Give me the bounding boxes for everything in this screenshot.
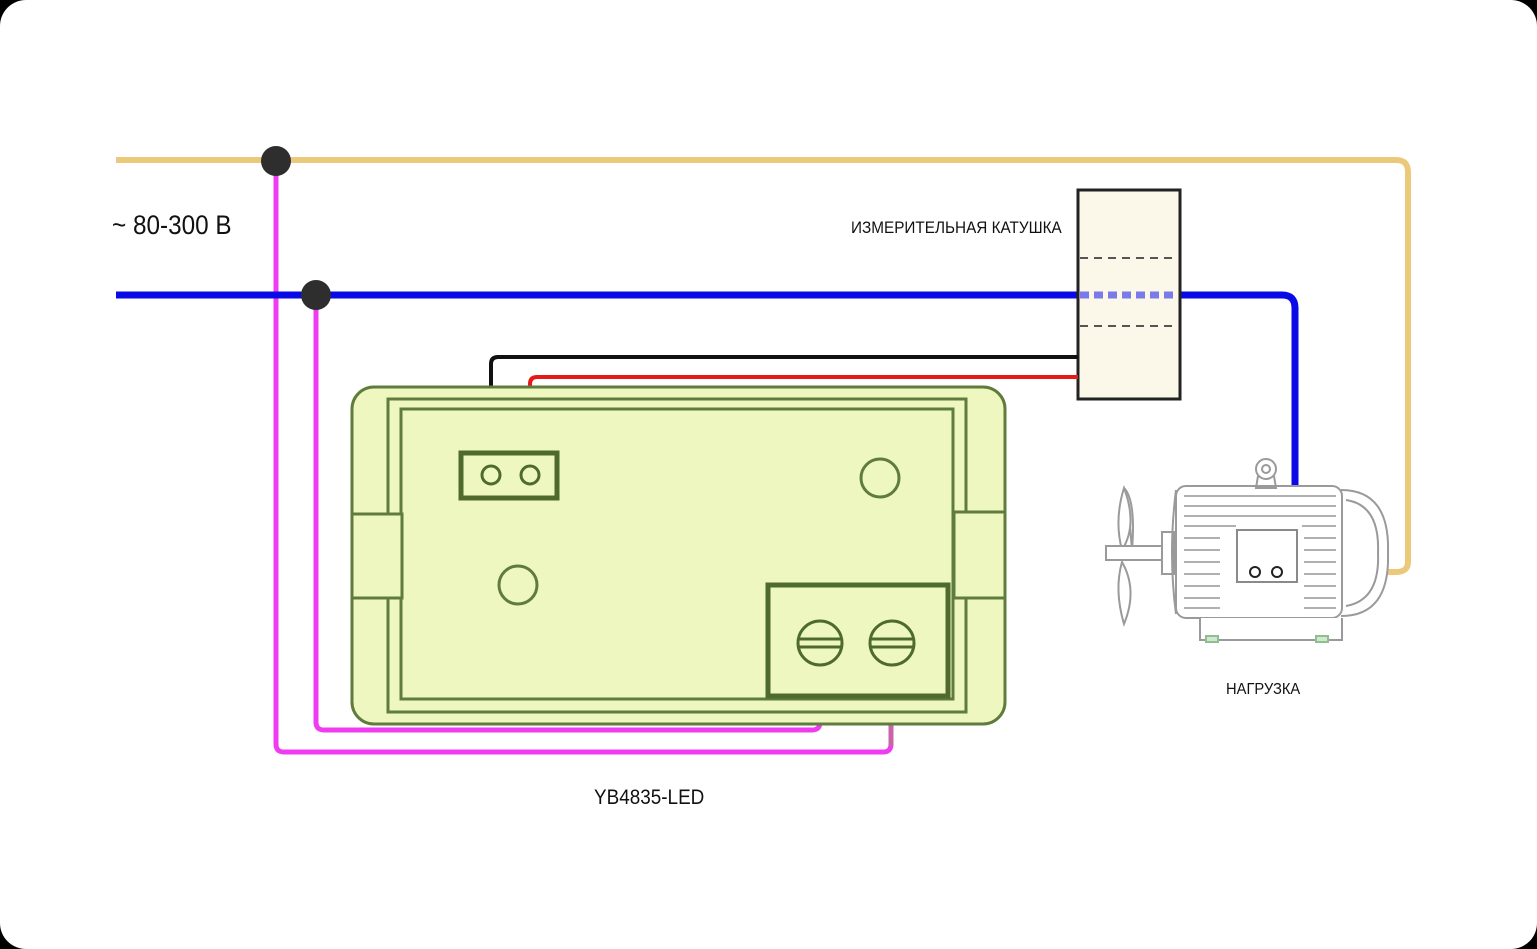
fan-icon [1105, 484, 1175, 628]
meter-model-label: YB4835-LED [594, 786, 705, 809]
motor-terminal-neutral [1249, 566, 1261, 578]
meter-mount-hole-left [497, 564, 539, 606]
meter-side-clip-left [350, 512, 404, 600]
motor-icon [1105, 458, 1390, 643]
coil-black-wire [489, 355, 1078, 475]
motor-terminal-phase [1271, 566, 1283, 578]
screw-terminal-icon-right [868, 619, 916, 667]
meter-power-terminal-block [765, 582, 951, 699]
pink-wire-from-phase [273, 159, 894, 755]
phase-wire [116, 157, 1411, 575]
meter-signal-connector [458, 450, 560, 501]
signal-pin-left [480, 464, 502, 486]
signal-pin-right [519, 464, 541, 486]
coil-red-wire [528, 375, 1078, 475]
junction-dot-neutral [301, 280, 331, 310]
junction-dot-phase [261, 146, 291, 176]
meter-mount-hole-top [859, 457, 901, 499]
meter-side-clip-right [952, 510, 1007, 600]
coil-label: ИЗМЕРИТЕЛЬНАЯ КАТУШКА [851, 218, 1062, 237]
screw-terminal-icon-left [796, 619, 844, 667]
motor-terminal-box [1236, 529, 1298, 583]
supply-voltage-label: ~ 80-300 В [112, 210, 232, 240]
measuring-coil [1076, 188, 1182, 401]
meter-body [350, 385, 1007, 726]
load-label: НАГРУЗКА [1226, 681, 1301, 698]
